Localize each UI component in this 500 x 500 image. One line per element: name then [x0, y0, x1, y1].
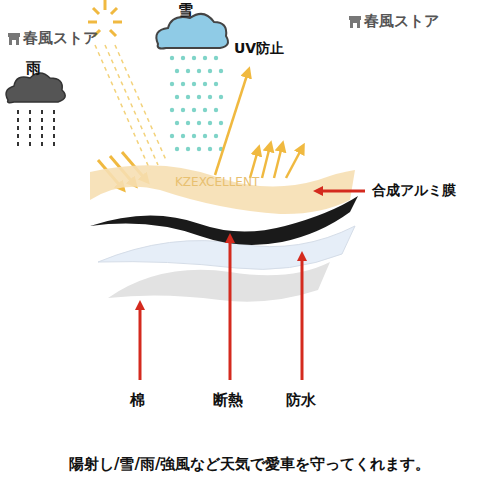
snow-flake: [214, 108, 218, 112]
snow-flake: [192, 56, 196, 60]
snow-flake: [197, 147, 201, 151]
store-watermark: 春風ストア: [364, 13, 439, 30]
snow-flake: [197, 69, 201, 73]
snow-flake: [208, 121, 212, 125]
uv-label: UV防止: [234, 40, 284, 56]
brand-watermark: KZEXCELLENT: [175, 176, 259, 190]
snow-flake: [175, 147, 179, 151]
snow-flake: [170, 134, 174, 138]
pointer-arrows: [140, 191, 365, 380]
snow-flake: [186, 121, 190, 125]
snow-flake: [197, 95, 201, 99]
layer-label: 合成アルミ膜: [372, 182, 456, 198]
aluminium-layer: [90, 165, 355, 214]
snow-flake: [170, 108, 174, 112]
layer-label: 防水: [286, 392, 316, 409]
snow-flake: [175, 95, 179, 99]
snow-flake: [219, 69, 223, 73]
snow-flake: [170, 56, 174, 60]
weather-label: 雪: [178, 2, 193, 19]
snow-flake: [186, 95, 190, 99]
store-watermark: 春風ストア: [23, 30, 98, 47]
snow-flake: [181, 134, 185, 138]
snow-flake: [203, 56, 207, 60]
snow-flake: [203, 108, 207, 112]
snow-cloud: [156, 14, 228, 49]
rain-cloud: [6, 73, 65, 103]
snow-flake: [208, 147, 212, 151]
snow-flake: [219, 121, 223, 125]
snow-flake: [214, 82, 218, 86]
layer-label: 棉: [130, 392, 145, 409]
snow-flake: [175, 121, 179, 125]
snow-flake: [208, 95, 212, 99]
snow-flake: [214, 56, 218, 60]
snow-flake: [203, 82, 207, 86]
snow-flake: [181, 108, 185, 112]
snow-flake: [192, 108, 196, 112]
snow-flake: [203, 134, 207, 138]
snow-flake: [192, 82, 196, 86]
snow-flake: [170, 82, 174, 86]
snow-flake: [219, 95, 223, 99]
snow-flake: [175, 69, 179, 73]
layer-label: 断熱: [213, 392, 243, 409]
snow-flake: [214, 134, 218, 138]
caption: 陽射し/雪/雨/強風など天気で愛車を守ってくれます。: [69, 456, 430, 473]
weather-label: 雨: [26, 60, 41, 77]
sun-rays: [95, 45, 166, 170]
snow-flake: [192, 134, 196, 138]
cotton-layer: [108, 262, 330, 302]
snow-flake: [181, 56, 185, 60]
rain-drops: [18, 110, 54, 150]
snow-flake: [208, 69, 212, 73]
reflected-rays: [215, 72, 302, 178]
snow-flakes: [170, 56, 223, 151]
snow-flake: [197, 121, 201, 125]
snow-flake: [186, 147, 190, 151]
snow-flake: [186, 69, 190, 73]
snow-flake: [181, 82, 185, 86]
